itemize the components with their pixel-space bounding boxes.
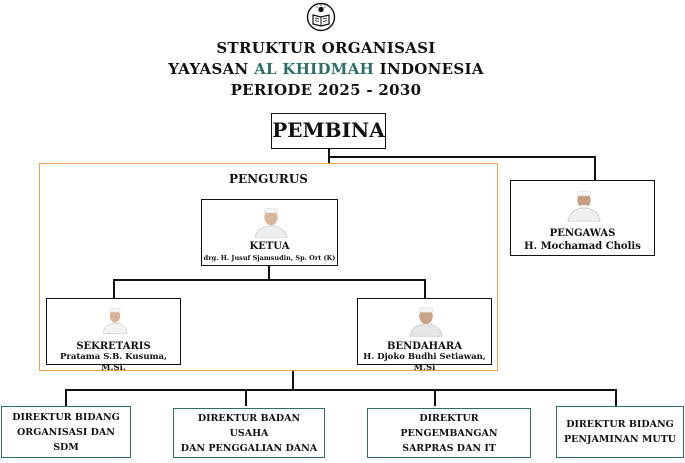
sekretaris-card: SEKRETARIS Pratama S.B. Kusuma, M.Si. [46,298,181,373]
direktur-line-2: DAN PENGGALIAN DANA [180,442,318,454]
bendahara-role: BENDAHARA [387,341,462,352]
connector [245,389,247,406]
direktur-line-2: ORGANISASI DAN SDM [17,426,115,453]
direktur-box: DIREKTUR BIDANG ORGANISASI DAN SDM [1,406,131,458]
direktur-box: DIREKTUR BADAN USAHA DAN PENGGALIAN DANA [173,408,325,458]
direktur-line-2: SARPRAS DAN IT [402,442,496,454]
connector [292,371,294,390]
direktur-line-1: DIREKTUR BIDANG [12,411,120,423]
connector [424,279,426,298]
sekretaris-role: SEKRETARIS [76,341,151,352]
connector [65,389,616,391]
ketua-role: KETUA [249,241,290,252]
organization-name: AL KHIDMAH [254,60,375,78]
title-line-1: STRUKTUR ORGANISASI [216,39,436,57]
connector [65,389,67,406]
pengurus-frame [39,163,498,371]
pembina-box: PEMBINA [271,113,386,149]
title-line-2: YAYASAN AL KHIDMAH INDONESIA [168,60,484,78]
connector [434,389,436,406]
book-lamp-icon [306,2,336,32]
person-avatar-icon [567,190,601,222]
connector [594,156,596,180]
person-avatar-icon [102,308,128,334]
connector [113,279,115,298]
person-avatar-icon [254,208,288,238]
connector [615,389,617,406]
direktur-line-1: DIREKTUR PENGEMBANGAN [400,412,498,439]
pengurus-label: PENGURUS [229,172,308,186]
pengawas-card: PENGAWAS H. Mochamad Cholis [510,180,655,256]
direktur-box: DIREKTUR PENGEMBANGAN SARPRAS DAN IT [367,408,531,458]
pengawas-role: PENGAWAS [549,228,616,239]
connector [268,266,270,280]
direktur-line-1: DIREKTUR BIDANG [566,419,674,430]
bendahara-card: BENDAHARA H. Djoko Budhi Setiawan, M.Si [357,298,492,373]
direktur-line-1: DIREKTUR BADAN USAHA [197,412,301,439]
ketua-name: drg. H. Jusuf Sjamsudin, Sp. Ort (K) [203,254,336,262]
title-line-3: PERIODE 2025 - 2030 [230,81,422,99]
sekretaris-name: Pratama S.B. Kusuma, M.Si. [60,352,167,373]
direktur-box: DIREKTUR BIDANG PENJAMINAN MUTU [556,406,684,458]
bendahara-name: H. Djoko Budhi Setiawan, M.Si [363,352,486,373]
ketua-card: KETUA drg. H. Jusuf Sjamsudin, Sp. Ort (… [201,199,338,266]
connector [328,156,595,158]
pengawas-name: H. Mochamad Cholis [524,241,641,252]
direktur-line-2: PENJAMINAN MUTU [563,434,677,445]
connector [113,279,425,281]
person-avatar-icon [409,307,443,337]
